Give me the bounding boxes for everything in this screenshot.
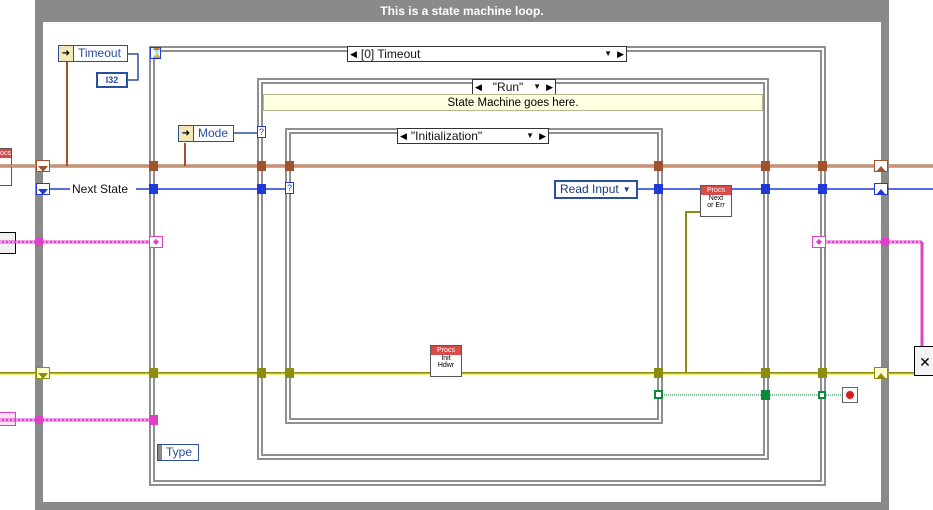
tunnel-init-right-orange[interactable] xyxy=(654,161,663,171)
arrow-right-icon: ➜ xyxy=(59,46,74,61)
i32-label: I32 xyxy=(105,75,119,85)
run-case-selector[interactable]: ◀ "Run" ▼ ▶ xyxy=(472,79,556,95)
while-loop-title: This is a state machine loop. xyxy=(380,4,544,18)
tunnel-init-left-orange[interactable] xyxy=(285,161,294,171)
left-terminal-fragment[interactable] xyxy=(0,232,16,254)
right-merge-node[interactable]: ✕ xyxy=(914,346,933,376)
case-selector-terminal-outer[interactable]: ⌛ xyxy=(150,47,163,59)
type-label: Type xyxy=(166,445,193,459)
stop-terminal[interactable] xyxy=(842,387,858,403)
next-case-icon[interactable]: ▶ xyxy=(617,49,624,59)
tunnel-outer-right-green[interactable] xyxy=(818,391,826,399)
tunnel-outer-left-pink[interactable] xyxy=(149,415,158,425)
tunnel-outer-right-orange[interactable] xyxy=(818,161,827,171)
pink-node-left-top xyxy=(35,238,43,246)
run-case-selector-label: "Run" xyxy=(492,80,524,94)
tunnel-run-right-olive[interactable] xyxy=(761,368,770,378)
state-machine-comment: State Machine goes here. xyxy=(263,94,763,111)
tunnel-run-right-blue[interactable] xyxy=(761,184,770,194)
read-input-enum[interactable]: Read Input ▼ xyxy=(554,180,638,199)
init-case-selector-label: "Initialization" xyxy=(410,129,483,143)
ref-tunnel-right[interactable]: ◆ xyxy=(812,236,826,248)
chevron-down-icon[interactable]: ▼ xyxy=(604,49,613,58)
mode-label: Mode xyxy=(198,126,229,140)
chevron-down-icon[interactable]: ▼ xyxy=(526,131,535,140)
tunnel-outer-left-orange[interactable] xyxy=(149,161,158,171)
outer-case-selector[interactable]: ◀ [0] Timeout ▼ ▶ xyxy=(347,46,627,62)
stop-icon xyxy=(845,390,855,400)
left-subvi-fragment[interactable]: Procs xyxy=(0,148,12,186)
tunnel-outer-right-olive[interactable] xyxy=(818,368,827,378)
read-input-label: Read Input xyxy=(560,182,619,196)
next-state-label: Next State xyxy=(72,182,136,196)
tunnel-run-left-olive[interactable] xyxy=(257,368,266,378)
left-subvi-header: Procs xyxy=(0,149,11,158)
tunnel-run-right-orange[interactable] xyxy=(761,161,770,171)
shift-register-left-olive[interactable] xyxy=(36,367,50,379)
timeout-constant[interactable]: I32 xyxy=(96,72,128,88)
prev-case-icon[interactable]: ◀ xyxy=(475,82,482,92)
pink-node-right-top xyxy=(881,238,889,246)
subvi-init-line1: Init xyxy=(441,355,451,362)
tunnel-outer-left-olive[interactable] xyxy=(149,368,158,378)
subvi-next-header: Procs xyxy=(701,186,731,195)
arrow-right-icon: ➜ xyxy=(179,126,194,141)
init-case-selector[interactable]: ◀ "Initialization" ▼ ▶ xyxy=(397,128,549,144)
ref-tunnel-left[interactable]: ◆ xyxy=(149,236,163,248)
tunnel-init-right-olive[interactable] xyxy=(654,368,663,378)
shift-register-left-blue[interactable] xyxy=(36,183,50,195)
subvi-next-line2: or Err xyxy=(707,202,725,209)
case-selector-terminal-init[interactable]: ? xyxy=(285,182,294,194)
tunnel-run-left-blue[interactable] xyxy=(257,184,266,194)
tunnel-init-right-blue[interactable] xyxy=(654,184,663,194)
tunnel-outer-right-blue[interactable] xyxy=(818,184,827,194)
timeout-wire-connector xyxy=(128,53,139,81)
chevron-down-icon[interactable]: ▼ xyxy=(533,82,542,91)
left-pink-fragment[interactable] xyxy=(0,412,16,426)
type-control-bar xyxy=(158,445,162,460)
subvi-next-or-err[interactable]: Procs Next or Err xyxy=(700,185,732,217)
subvi-init-hdwr[interactable]: Procs Init Hdwr xyxy=(430,345,462,377)
tunnel-run-right-green[interactable] xyxy=(761,390,770,400)
tunnel-run-left-orange[interactable] xyxy=(257,161,266,171)
tunnel-init-left-olive[interactable] xyxy=(285,368,294,378)
init-case-structure[interactable] xyxy=(285,128,663,424)
prev-case-icon[interactable]: ◀ xyxy=(350,49,357,59)
shift-register-right-orange[interactable] xyxy=(874,160,888,172)
subvi-init-line2: Hdwr xyxy=(437,362,455,369)
next-case-icon[interactable]: ▶ xyxy=(539,131,546,141)
shift-register-right-blue[interactable] xyxy=(874,183,888,195)
prev-case-icon[interactable]: ◀ xyxy=(400,131,407,141)
chevron-down-icon[interactable]: ▼ xyxy=(622,185,631,194)
tunnel-init-right-green[interactable] xyxy=(654,390,663,399)
case-selector-terminal-run[interactable]: ? xyxy=(257,126,266,138)
timeout-label: Timeout xyxy=(78,46,121,60)
tunnel-outer-left-blue[interactable] xyxy=(149,184,158,194)
shift-register-right-olive[interactable] xyxy=(874,367,888,379)
next-case-icon[interactable]: ▶ xyxy=(546,82,553,92)
type-control[interactable]: Type xyxy=(157,444,199,461)
pink-node-left-bottom xyxy=(35,416,43,424)
subvi-init-header: Procs xyxy=(431,346,461,355)
mode-wire-connector xyxy=(234,132,258,134)
subvi-next-line1: Next xyxy=(708,195,724,202)
outer-case-selector-label: [0] Timeout xyxy=(360,47,421,61)
mode-control[interactable]: ➜ Mode xyxy=(178,125,234,142)
shift-register-left-orange[interactable] xyxy=(36,160,50,172)
timeout-control[interactable]: ➜ Timeout xyxy=(58,45,128,62)
